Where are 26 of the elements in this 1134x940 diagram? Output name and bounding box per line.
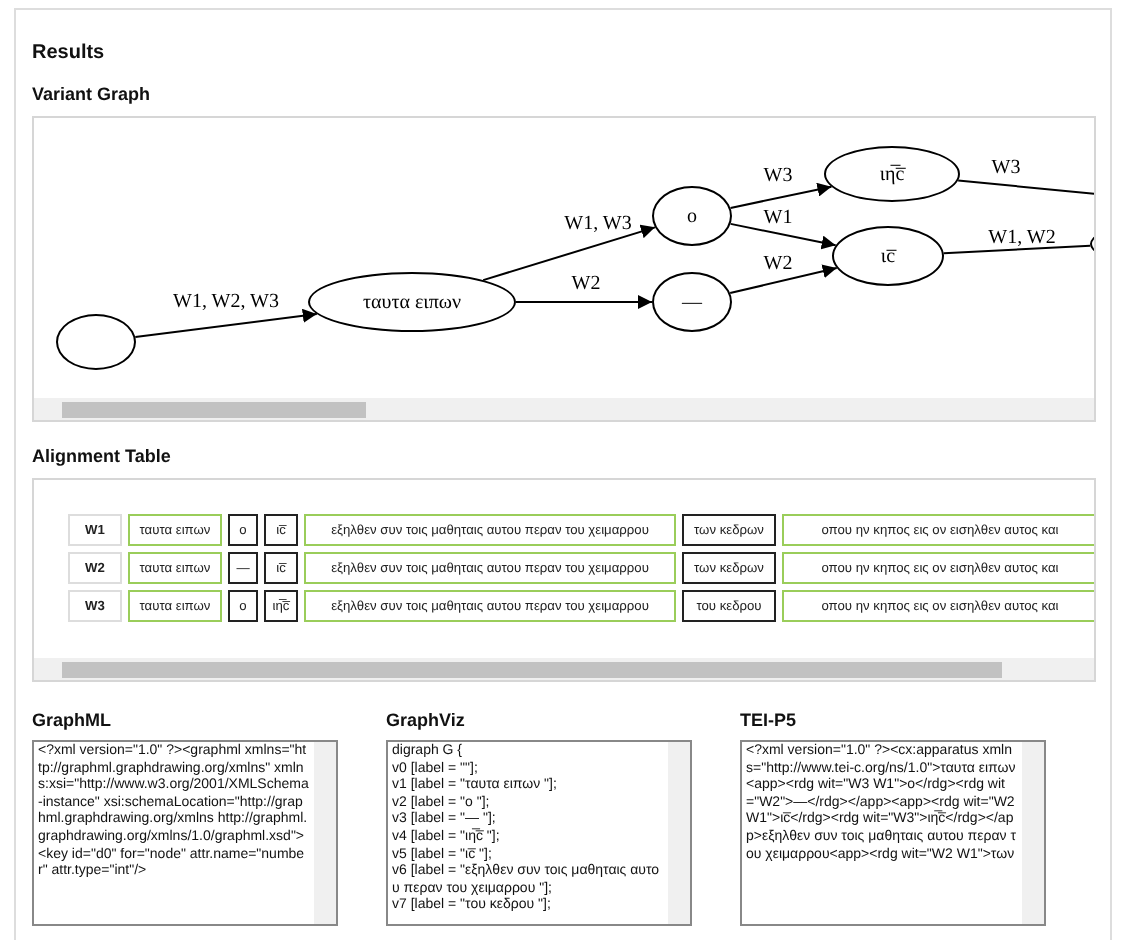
graph-node-ellipse: ο	[652, 186, 732, 246]
edge-label: W1, W2	[988, 227, 1056, 249]
edge-label: W1, W2, W3	[173, 291, 279, 313]
edge-label: W2	[571, 273, 601, 295]
section-heading: GraphViz	[386, 710, 465, 730]
section-heading: GraphML	[32, 710, 111, 730]
arrow	[134, 308, 318, 338]
arrow	[729, 264, 838, 295]
arrow	[482, 224, 656, 282]
arrow	[729, 182, 833, 209]
section-heading: Alignment Table	[32, 446, 171, 466]
edge-label: W3	[991, 157, 1021, 179]
section-heading: Results	[32, 42, 105, 64]
edge-label: W1, W3	[564, 213, 632, 235]
section-heading: TEI-P5	[740, 710, 797, 730]
arrow	[729, 222, 837, 250]
arrow	[515, 295, 653, 309]
graph-node-ellipse: ιc̅	[832, 226, 944, 286]
edge-label: W2	[763, 253, 793, 275]
graph-node-ellipse	[56, 314, 136, 370]
edge-label: W1	[763, 207, 793, 229]
edge-label: W3	[763, 165, 793, 187]
graph-node-ellipse: ιη̅c̅	[824, 146, 960, 202]
graph-node-ellipse: —	[652, 272, 732, 332]
section-heading: Variant Graph	[32, 84, 151, 104]
graph-node-ellipse: ταυτα ειπων	[308, 272, 516, 332]
